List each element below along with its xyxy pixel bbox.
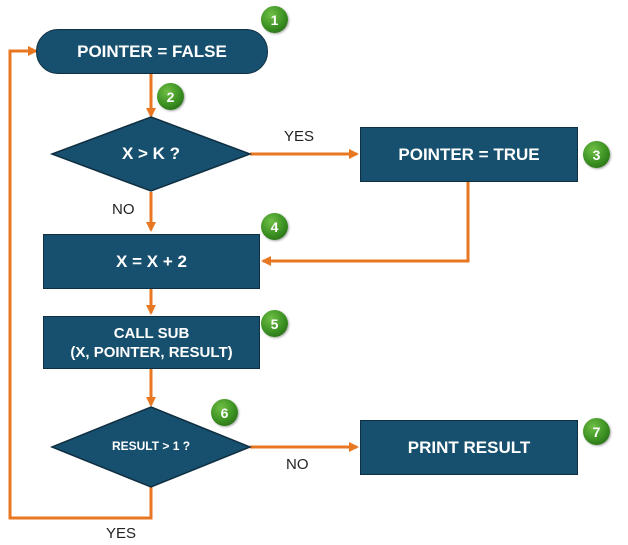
call-sub-label-line1: CALL SUB <box>113 324 190 342</box>
step-badge-3: 3 <box>583 141 610 168</box>
step-badge-6: 6 <box>211 399 238 426</box>
step-badge-5: 5 <box>261 310 288 337</box>
edge-label-yes-to-true: YES <box>284 128 315 145</box>
decision-result-gt-1 <box>49 406 253 488</box>
start-terminator: POINTER = FALSE <box>36 29 268 74</box>
arrow-true-to-increment <box>261 182 470 266</box>
print-result-box: PRINT RESULT <box>360 420 578 475</box>
print-result-label: PRINT RESULT <box>407 437 531 457</box>
edge-label-yes-loop-back: YES <box>106 525 137 542</box>
start-label: POINTER = FALSE <box>77 41 227 61</box>
edge-label-no-from-xk: NO <box>112 201 135 218</box>
step-badge-2: 2 <box>157 83 184 110</box>
call-sub-box: CALL SUB (X, POINTER, RESULT) <box>43 316 260 369</box>
increment-x-label: X = X + 2 <box>116 251 187 271</box>
edge-label-no-to-print: NO <box>286 456 309 473</box>
step-badge-1: 1 <box>261 6 288 33</box>
decision-result-label: RESULT > 1 ? <box>111 439 191 453</box>
decision-x-gt-k-label: X > K ? <box>121 144 181 163</box>
set-pointer-true-label: POINTER = TRUE <box>398 144 540 164</box>
step-badge-7: 7 <box>583 418 610 445</box>
decision-x-gt-k <box>49 116 253 192</box>
step-badge-4: 4 <box>261 213 288 240</box>
increment-x-box: X = X + 2 <box>43 234 260 289</box>
arrow-yes-loop-back <box>8 46 153 520</box>
call-sub-label-line2: (X, POINTER, RESULT) <box>70 343 233 361</box>
set-pointer-true-box: POINTER = TRUE <box>360 127 578 182</box>
